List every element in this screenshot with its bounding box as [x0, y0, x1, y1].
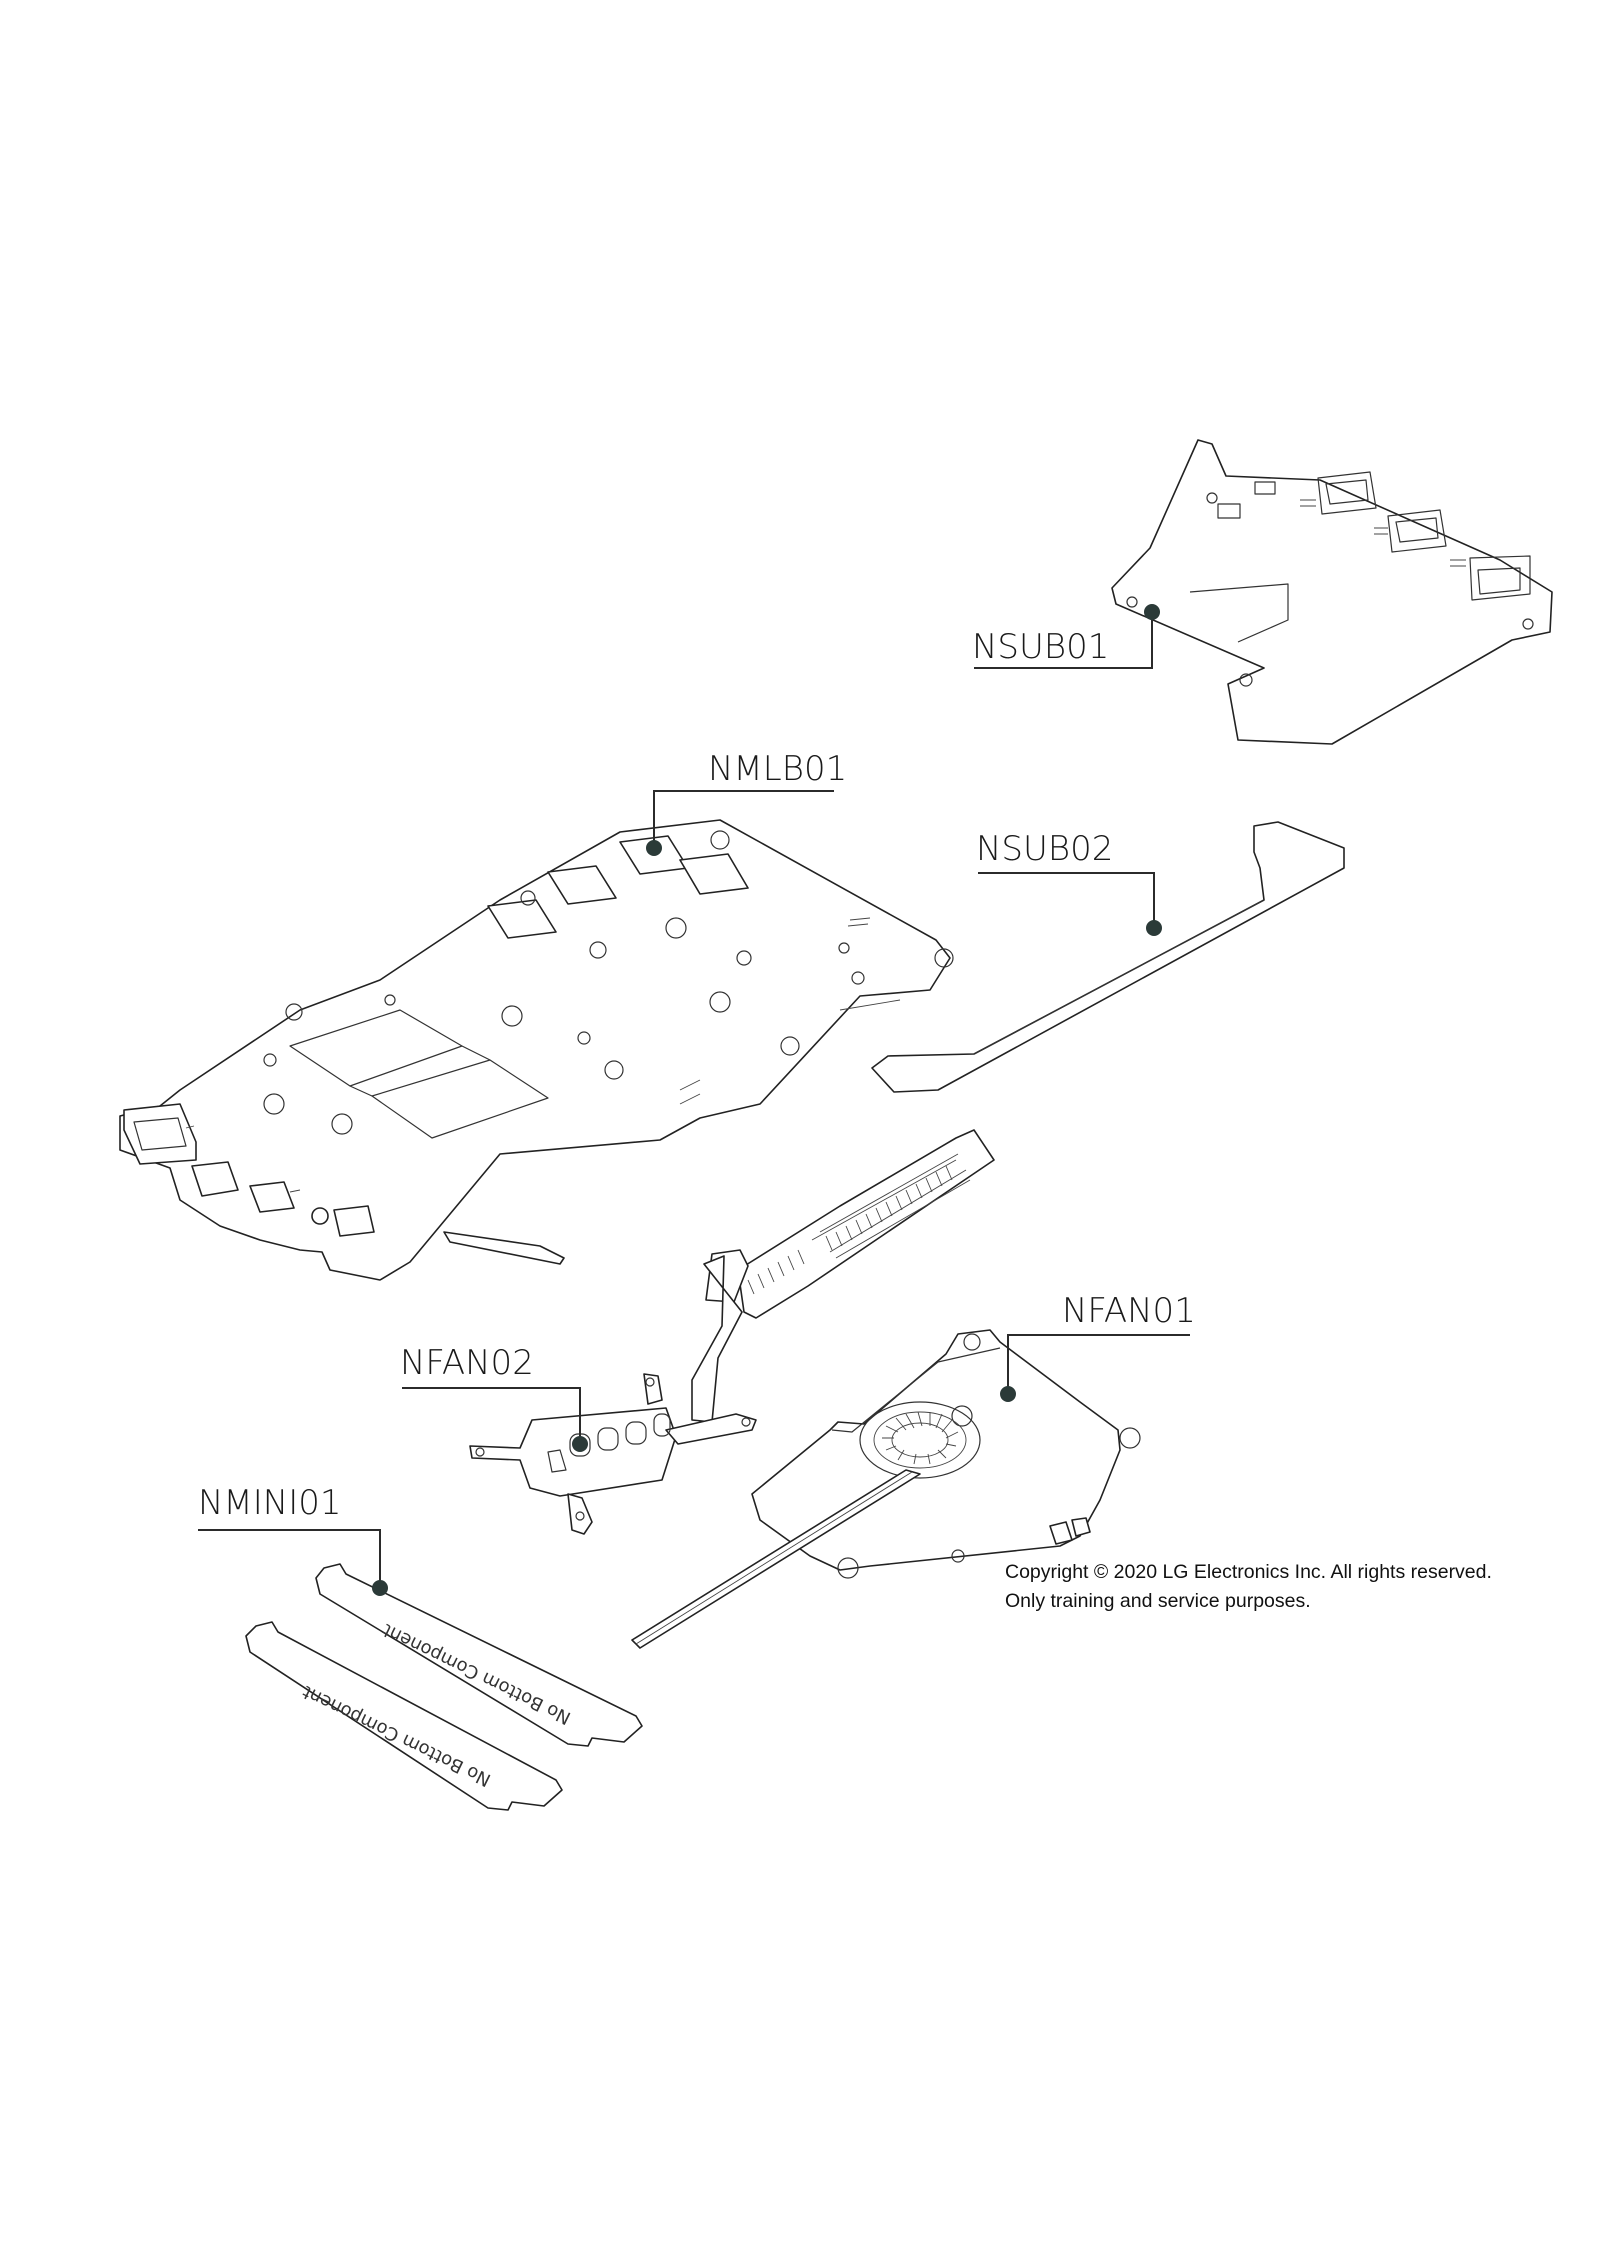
callout-nfan02-label: NFAN02 [400, 1343, 534, 1383]
callout-nsub01-label: NSUB01 [972, 627, 1109, 667]
heatsink-heatpipe [469, 1129, 995, 1535]
callout-nmlb01: NMLB01 [646, 749, 847, 856]
sub-board-nsub01 [1111, 439, 1553, 745]
copyright-line-1: Copyright © 2020 LG Electronics Inc. All… [1005, 1561, 1492, 1583]
callout-nmini01: NMINI01 [198, 1483, 388, 1596]
callout-nsub01: NSUB01 [972, 604, 1160, 669]
copyright-line-2: Only training and service purposes. [1005, 1590, 1311, 1612]
cable-nsub02 [871, 821, 1345, 1093]
callout-nfan02: NFAN02 [400, 1343, 588, 1452]
ssd-modules-nmini01: No Bottom Component No Bottom Component [245, 1563, 643, 1811]
fan-nfan01 [631, 1329, 1141, 1649]
callout-nmini01-label: NMINI01 [198, 1483, 342, 1523]
main-board-nmlb01 [119, 819, 954, 1281]
callout-nfan01: NFAN01 [1000, 1291, 1196, 1402]
callout-nsub02: NSUB02 [976, 829, 1162, 936]
callout-nsub02-label: NSUB02 [976, 829, 1113, 869]
copyright-notice: Copyright © 2020 LG Electronics Inc. All… [1005, 1558, 1492, 1616]
callout-nmlb01-label: NMLB01 [708, 749, 847, 789]
callout-nfan01-label: NFAN01 [1062, 1291, 1196, 1331]
